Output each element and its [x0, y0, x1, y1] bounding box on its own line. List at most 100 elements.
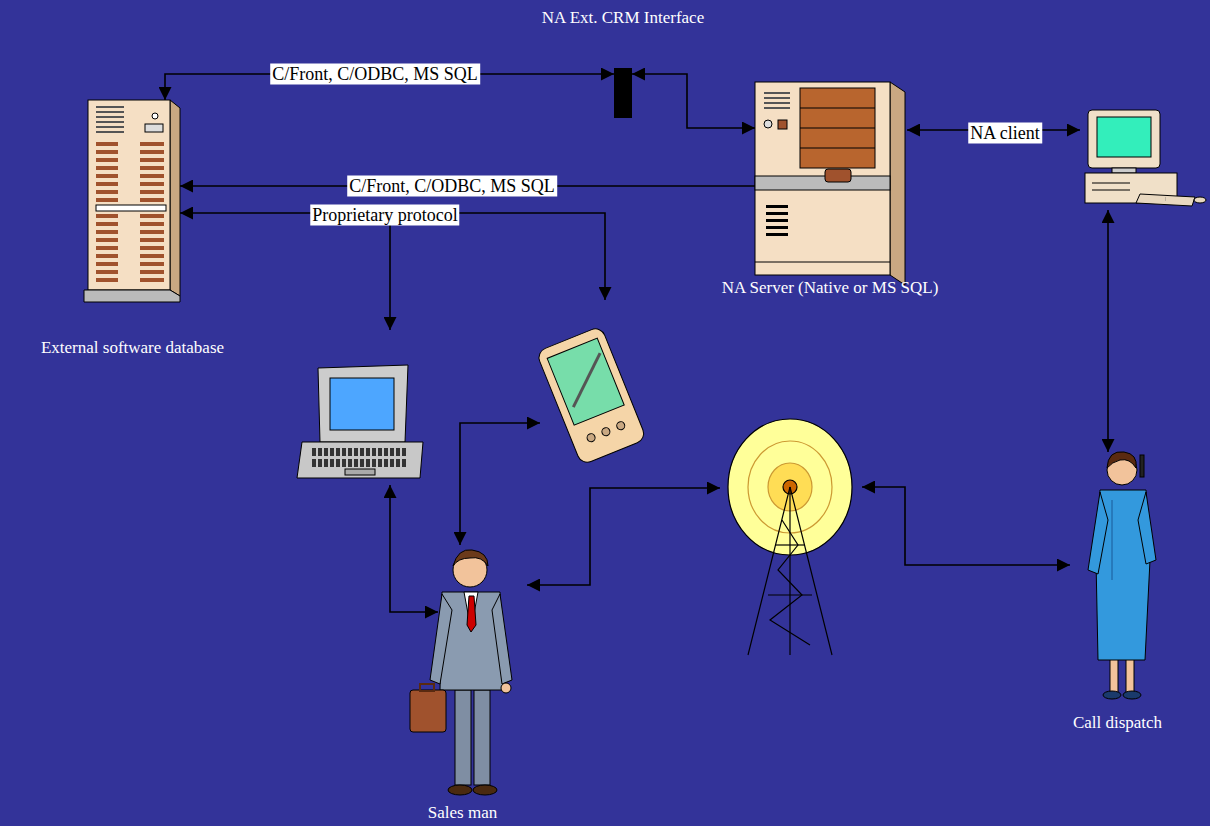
edge-label: C/Front, C/ODBC, MS SQL: [347, 176, 557, 197]
pda: [536, 326, 647, 465]
dispatcher-figure: [1107, 452, 1136, 468]
laptop: [330, 378, 394, 430]
laptop: [312, 459, 408, 467]
protocol-wire: [460, 423, 540, 545]
radio-antenna: [789, 487, 790, 655]
client-pc: [1112, 168, 1136, 173]
node-caption: Sales man: [428, 803, 497, 823]
salesman-figure: [501, 683, 511, 693]
pda: [601, 427, 611, 437]
protocol-wire: [527, 488, 720, 585]
dispatcher-figure: [1088, 492, 1108, 574]
client-pc: [1092, 190, 1130, 191]
client-pc: [1085, 110, 1206, 206]
interface-bar: NA Ext. CRM Interface: [614, 68, 632, 118]
dispatcher-figure: [1140, 455, 1144, 477]
radio-antenna: [748, 487, 790, 655]
pda: [616, 421, 626, 431]
laptop: [312, 448, 408, 456]
edge-label: C/Front, C/ODBC, MS SQL: [270, 64, 480, 85]
dispatcher-figure: [1138, 492, 1156, 564]
database-server: [170, 100, 180, 296]
dispatcher-figure: [1088, 452, 1156, 699]
protocol-wire: [1107, 210, 1109, 452]
database-server: [96, 106, 124, 134]
na-server: [800, 108, 875, 109]
protocol-wire: [862, 487, 1070, 565]
pda: [547, 338, 624, 425]
pda: [558, 353, 615, 407]
na-server: [800, 88, 875, 168]
salesman-node: Sales man: [405, 548, 520, 800]
na-server: [755, 82, 890, 275]
client-pc: [1088, 110, 1160, 168]
dispatcher-node: Call dispatch: [1075, 450, 1160, 702]
salesman-figure: [410, 550, 512, 795]
dispatcher-figure: [1126, 655, 1134, 693]
na-server: [778, 120, 787, 129]
salesman-figure: [492, 594, 512, 684]
na-server: [755, 176, 890, 190]
radio-antenna: [728, 419, 852, 655]
client-pc: [1092, 183, 1130, 184]
na-server: [766, 205, 788, 240]
na-server: [800, 128, 875, 129]
radio-antenna: [775, 544, 805, 545]
laptop: [297, 442, 423, 478]
na-server: [764, 92, 790, 112]
protocol-wire: [389, 213, 391, 330]
dispatcher-figure: [1103, 691, 1121, 699]
protocol-label: NA client: [968, 123, 1042, 144]
node-caption: Call dispatch: [1073, 713, 1162, 733]
na-server: [755, 262, 890, 263]
client-pc: [1097, 117, 1151, 157]
pda: [586, 432, 596, 442]
radio-antenna: [770, 520, 810, 645]
database-server: [140, 142, 164, 282]
laptop: [345, 469, 375, 475]
database-node: External software database: [85, 100, 180, 302]
na-server: [890, 82, 905, 285]
protocol-wire: [390, 485, 438, 612]
node-caption: NA Ext. CRM Interface: [542, 8, 704, 28]
dispatcher-figure: [1110, 655, 1118, 693]
client-pc: [1194, 197, 1206, 203]
node-caption: NA Server (Native or MS SQL): [722, 278, 939, 298]
server-node: NA Server (Native or MS SQL): [755, 82, 905, 277]
salesman-figure: [474, 690, 490, 785]
database-server: [88, 100, 170, 290]
salesman-figure: [473, 785, 497, 795]
client-pc: [1136, 194, 1195, 206]
salesman-figure: [410, 690, 446, 732]
connector: [632, 74, 755, 128]
protocol-wire: [180, 213, 605, 300]
salesman-figure: [448, 785, 472, 795]
na-server: [825, 169, 851, 182]
radio-antenna: [768, 594, 812, 595]
salesman-figure: [467, 596, 476, 632]
dispatcher-figure: [1123, 691, 1141, 699]
radio-antenna: [790, 487, 832, 655]
node-caption: External software database: [41, 338, 224, 358]
protocol-label: Proprietary protocol: [310, 205, 459, 226]
database-server: [145, 124, 163, 132]
database-server: [84, 290, 180, 302]
salesman-figure: [430, 594, 452, 684]
salesman-figure: [455, 690, 471, 785]
laptop: [297, 365, 423, 478]
na-server: [764, 120, 772, 128]
na-server: [800, 148, 875, 149]
database-server: [96, 142, 118, 282]
salesman-figure: [453, 550, 488, 566]
salesman-figure: [420, 684, 434, 691]
database-server: [152, 113, 158, 119]
pda: [536, 326, 647, 465]
protocol-wire: [180, 130, 1108, 612]
database-server: [84, 100, 180, 302]
laptop: [318, 365, 408, 442]
na-server: [755, 82, 905, 285]
database-server: [96, 205, 166, 211]
dispatcher-figure: [1112, 500, 1113, 580]
